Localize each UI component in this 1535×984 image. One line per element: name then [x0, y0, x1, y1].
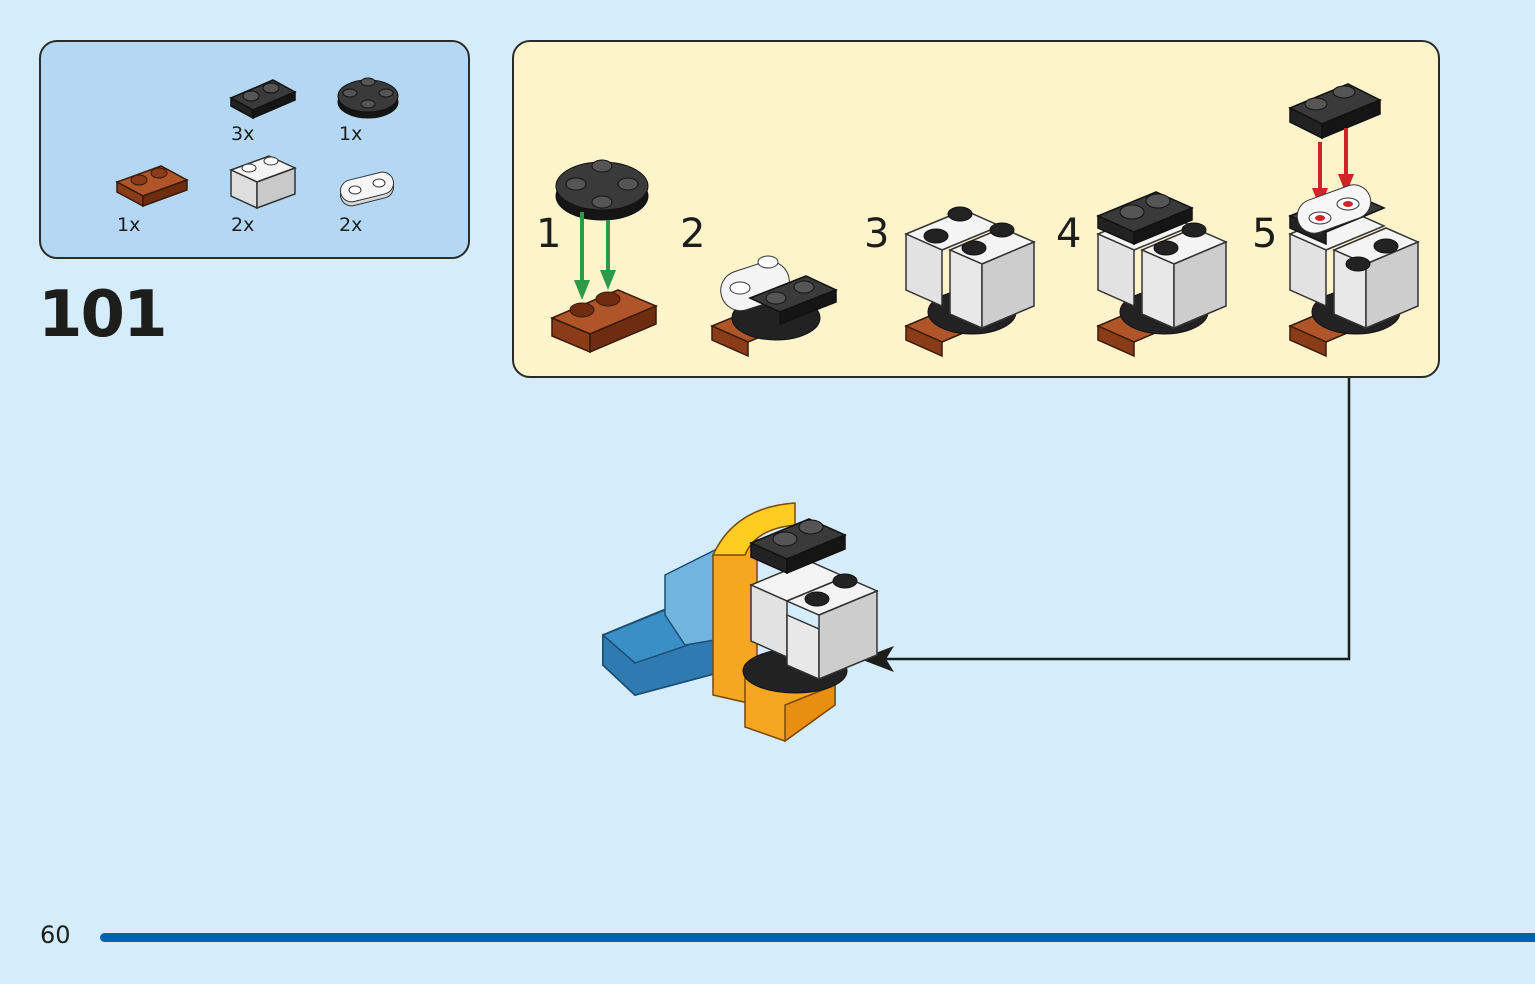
substep-5-illustration [1288, 83, 1420, 358]
part-qty-brown-plate: 1x [117, 214, 141, 236]
step-number: 101 [38, 278, 168, 352]
page-number: 60 [40, 921, 71, 949]
main-model-illustration [602, 502, 879, 743]
white-rounded-plate-icon [339, 171, 395, 207]
substep-3-illustration [904, 206, 1036, 358]
part-qty-black-plate: 3x [231, 123, 255, 145]
white-brick-icon [229, 155, 297, 210]
sub-assembly-panel: 1 2 3 4 5 [512, 40, 1440, 378]
parts-list-panel: 3x 1x 1x 2x 2x [39, 40, 470, 259]
black-plate-1x2-icon [229, 79, 297, 120]
substep-label-1: 1 [536, 211, 562, 257]
substep-2-illustration [710, 255, 838, 358]
page-footer-bar [100, 933, 1535, 942]
part-qty-white-plate: 2x [339, 214, 363, 236]
substep-4-illustration [1096, 191, 1228, 358]
brown-rail-plate-icon [115, 165, 189, 208]
substep-label-2: 2 [680, 211, 706, 257]
substep-1-illustration [550, 159, 658, 354]
black-round-plate-icon [337, 77, 399, 119]
substep-label-3: 3 [864, 211, 890, 257]
part-qty-round-plate: 1x [339, 123, 363, 145]
substep-label-4: 4 [1056, 211, 1082, 257]
part-qty-white-brick: 2x [231, 214, 255, 236]
substep-label-5: 5 [1252, 211, 1278, 257]
